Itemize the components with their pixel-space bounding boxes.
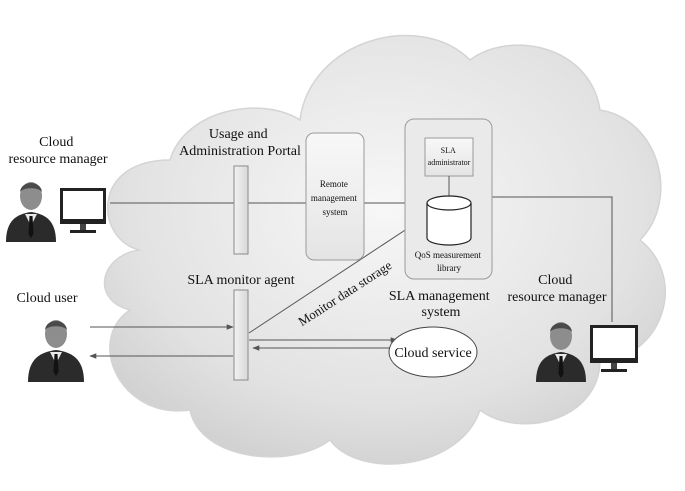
sla-monitor-agent-label: SLA monitor agent xyxy=(187,273,294,288)
remote-management-label: Remote management system xyxy=(311,179,359,217)
sla-administrator-box xyxy=(424,137,474,177)
cloud-user-label: Cloud user xyxy=(16,291,77,306)
portal-label: Usage and Administration Portal xyxy=(179,127,301,159)
sla-management-system-label: SLA management system xyxy=(389,289,493,320)
connectors xyxy=(89,196,613,359)
portal-bar xyxy=(233,165,249,255)
monitor-icon xyxy=(60,188,106,233)
agent-bar xyxy=(233,289,249,381)
cloud-service-label: Cloud service xyxy=(394,346,471,361)
qos-database-icon xyxy=(426,195,472,246)
right-monitor-icon xyxy=(590,325,638,372)
qos-library-label: QoS measurement library xyxy=(415,250,483,273)
remote-management-box xyxy=(305,132,365,261)
user-person-icon xyxy=(28,320,84,382)
right-manager-label: Cloud resource manager xyxy=(507,273,606,305)
cloud-shape xyxy=(103,34,666,465)
line-sla-to-right-manager xyxy=(492,196,613,322)
left-manager-label: Cloud resource manager xyxy=(8,135,107,167)
right-person-icon xyxy=(536,322,586,382)
cloud-service-ellipse xyxy=(388,326,478,378)
person-icon xyxy=(6,182,56,242)
arrow-monitor-data-storage xyxy=(248,214,429,334)
sla-administrator-label: SLA administrator xyxy=(428,146,471,167)
